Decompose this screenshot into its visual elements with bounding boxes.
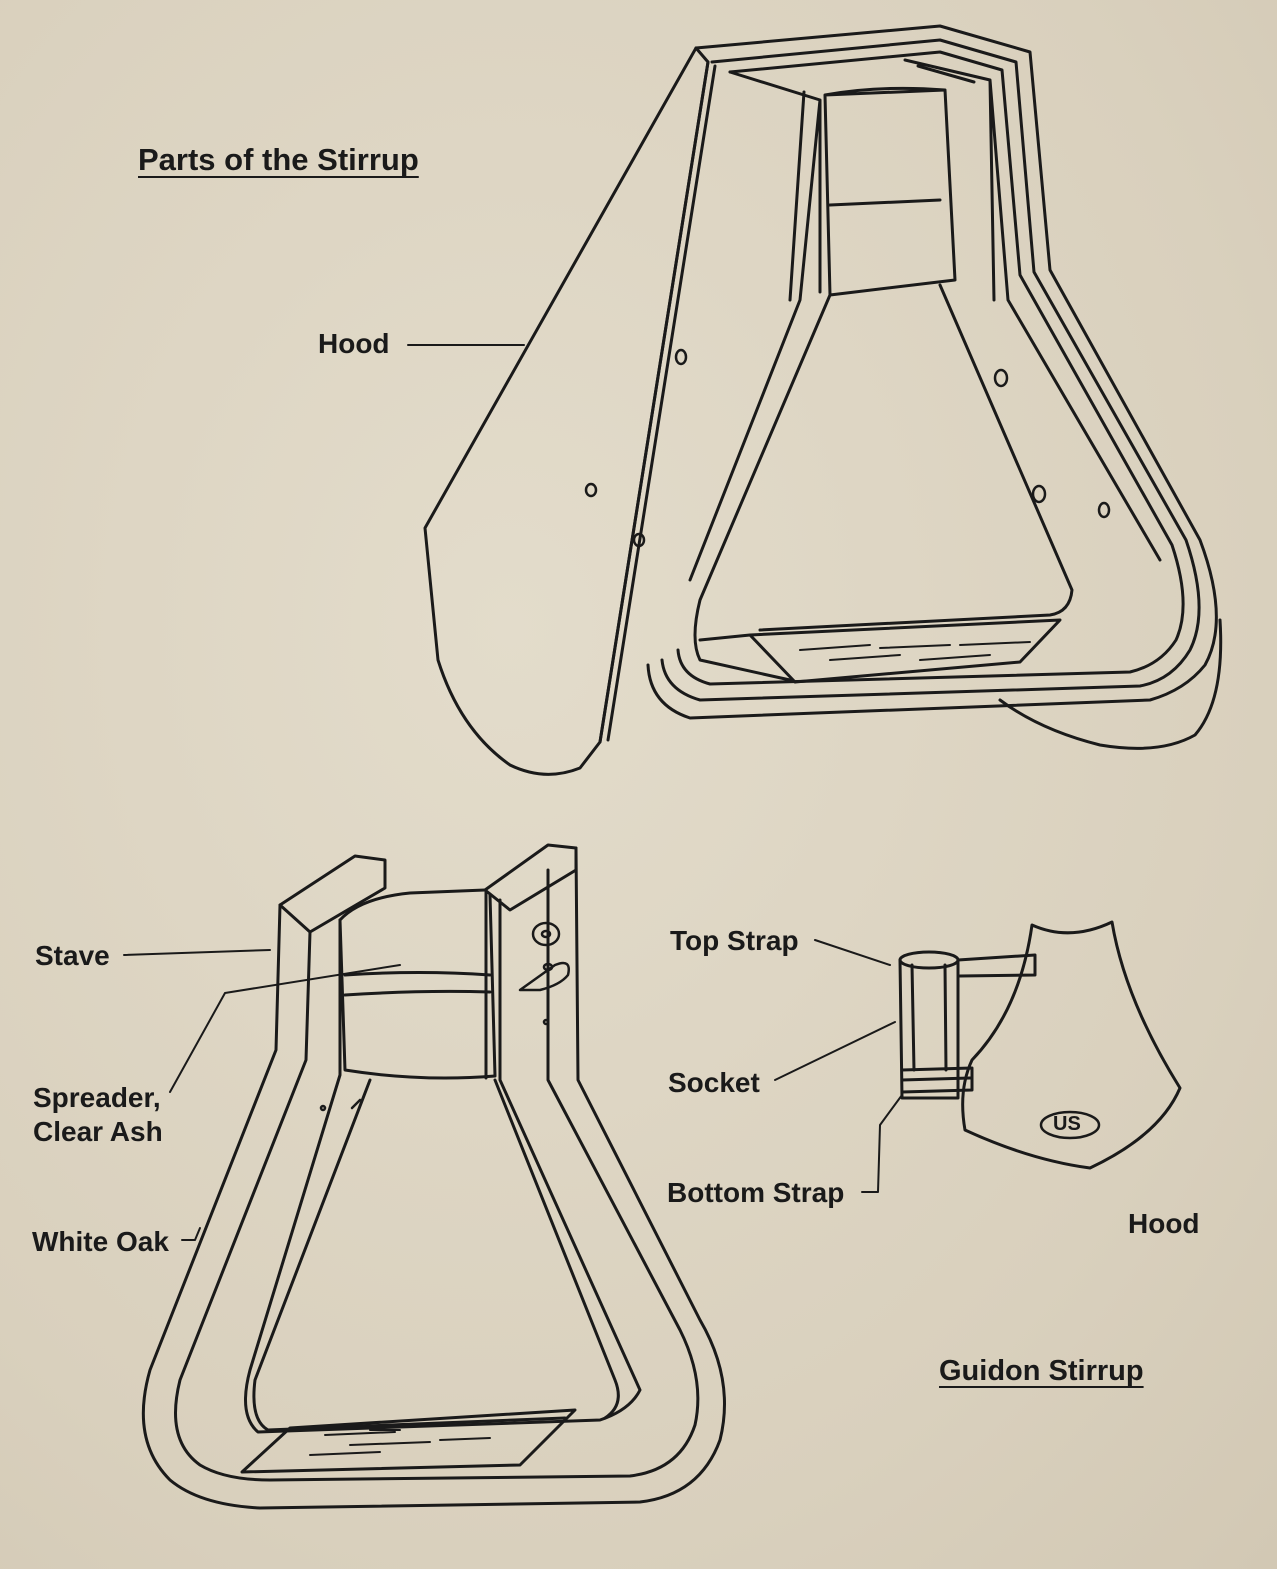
- bottom-strap-band: [902, 1068, 972, 1092]
- hood-shape: [425, 48, 708, 774]
- socket-top: [900, 952, 958, 968]
- hood-tail: [1000, 620, 1221, 748]
- hood-inner-edge: [608, 66, 715, 740]
- label-hood-bottom: Hood: [1128, 1207, 1200, 1241]
- guidon-subtitle: Guidon Stirrup: [939, 1355, 1144, 1388]
- left-stave-top: [280, 856, 385, 932]
- tread-marks: [800, 642, 1030, 660]
- socket-inner: [912, 965, 946, 1070]
- label-hood-top: Hood: [318, 327, 390, 361]
- bottom-strap-leader: [862, 1095, 902, 1192]
- right-stave: [905, 60, 1160, 560]
- guidon-stirrup: [775, 922, 1180, 1192]
- stirrup-frame-inner-line-2: [678, 52, 1183, 684]
- label-spreader-line1: Spreader,: [33, 1081, 163, 1115]
- label-white-oak: White Oak: [32, 1225, 169, 1259]
- hood-edge: [600, 62, 708, 742]
- hood-marking: US: [1053, 1112, 1081, 1136]
- top-spreader: [825, 88, 955, 295]
- stirrup-outer-frame: [648, 26, 1216, 718]
- label-top-strap: Top Strap: [670, 924, 799, 958]
- label-bottom-strap: Bottom Strap: [667, 1176, 844, 1210]
- left-stave: [690, 72, 820, 580]
- socket-leader: [775, 1022, 895, 1080]
- bottom-opening: [254, 1080, 618, 1430]
- bottom-spreader: [340, 890, 495, 1078]
- bottom-rivets: [321, 923, 569, 1110]
- bottom-tread-marks: [310, 1430, 490, 1455]
- bottom-stirrup-outer: [143, 848, 724, 1508]
- white-oak-leader-line: [182, 1228, 200, 1240]
- label-socket: Socket: [668, 1066, 760, 1100]
- label-stave: Stave: [35, 939, 110, 973]
- label-spreader-line2: Clear Ash: [33, 1115, 163, 1149]
- top-strap-leader: [815, 940, 890, 965]
- label-spreader: Spreader, Clear Ash: [33, 1081, 163, 1149]
- plain-stirrup: [124, 845, 725, 1508]
- page-title: Parts of the Stirrup: [138, 142, 419, 178]
- stave-leader-line: [124, 950, 270, 955]
- stirrup-frame-inner-line: [662, 40, 1199, 700]
- hooded-stirrup: [408, 26, 1221, 774]
